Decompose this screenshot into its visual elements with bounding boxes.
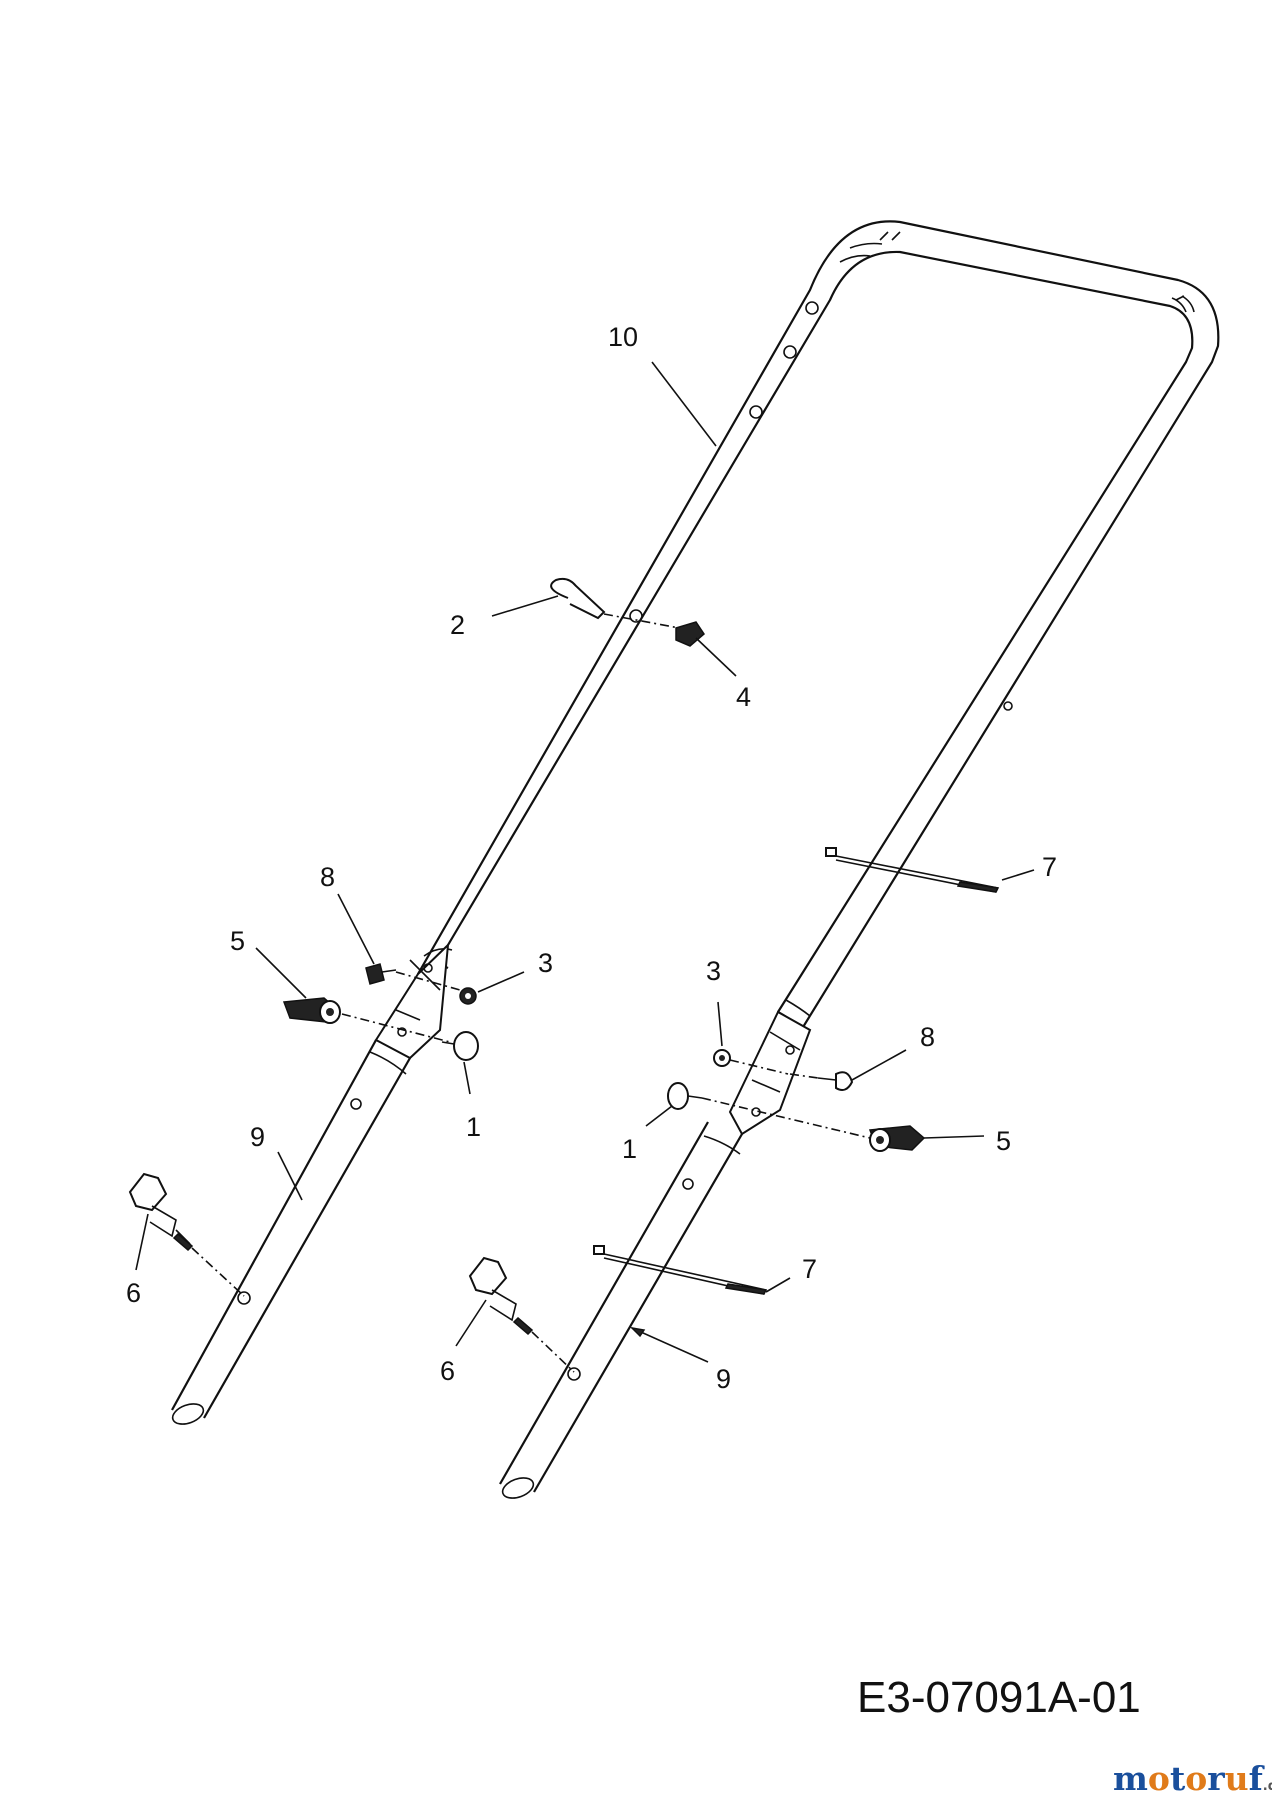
callout-labels: 10 2 4 7 8 5 3 3 8 1 1 5 9 6 7 6 9 — [126, 322, 1057, 1394]
callout-9-left: 9 — [250, 1122, 265, 1152]
upper-handle — [417, 220, 1220, 1033]
watermark-letter: f — [1249, 1759, 1265, 1798]
callout-8-right: 8 — [920, 1022, 935, 1052]
cable-tie-lower — [593, 1245, 768, 1295]
watermark-letter: r — [1207, 1759, 1225, 1798]
callout-1-left: 1 — [466, 1112, 481, 1142]
callout-9-right: 9 — [716, 1364, 731, 1394]
callout-1-right: 1 — [622, 1134, 637, 1164]
callout-3-left: 3 — [538, 948, 553, 978]
cable-hook — [550, 577, 691, 631]
right-lower-tube — [499, 1010, 812, 1499]
callout-5-left: 5 — [230, 926, 245, 956]
watermark-letter: m — [1113, 1759, 1148, 1798]
callout-2: 2 — [450, 610, 465, 640]
callout-4: 4 — [736, 682, 751, 712]
callout-7-upper: 7 — [1042, 852, 1057, 882]
callout-5-right: 5 — [996, 1126, 1011, 1156]
leader-lines — [135, 361, 1035, 1363]
watermark-suffix: .de — [1263, 1779, 1272, 1794]
callout-10: 10 — [608, 322, 638, 352]
svg-text:motoruf.de: motoruf.de — [1113, 1759, 1272, 1798]
motoruf-watermark: motoruf.de — [1113, 1759, 1272, 1798]
callout-7-lower: 7 — [802, 1254, 817, 1284]
callout-8-left: 8 — [320, 862, 335, 892]
diagram-code: E3-07091A-01 — [857, 1673, 1141, 1722]
watermark-letter: o — [1185, 1759, 1207, 1798]
watermark-text: motoruf — [1113, 1759, 1265, 1798]
right-fasteners — [468, 1049, 926, 1373]
watermark-letter: t — [1170, 1759, 1186, 1798]
left-lower-tube — [171, 942, 450, 1425]
cable-tie-upper — [825, 847, 1000, 893]
left-fasteners — [128, 963, 479, 1297]
watermark-letter: o — [1148, 1759, 1170, 1798]
watermark-letter: u — [1225, 1759, 1249, 1798]
callout-6-left: 6 — [126, 1278, 141, 1308]
handle-hole-marks — [629, 301, 1013, 711]
callout-6-right: 6 — [440, 1356, 455, 1386]
callout-3-right: 3 — [706, 956, 721, 986]
